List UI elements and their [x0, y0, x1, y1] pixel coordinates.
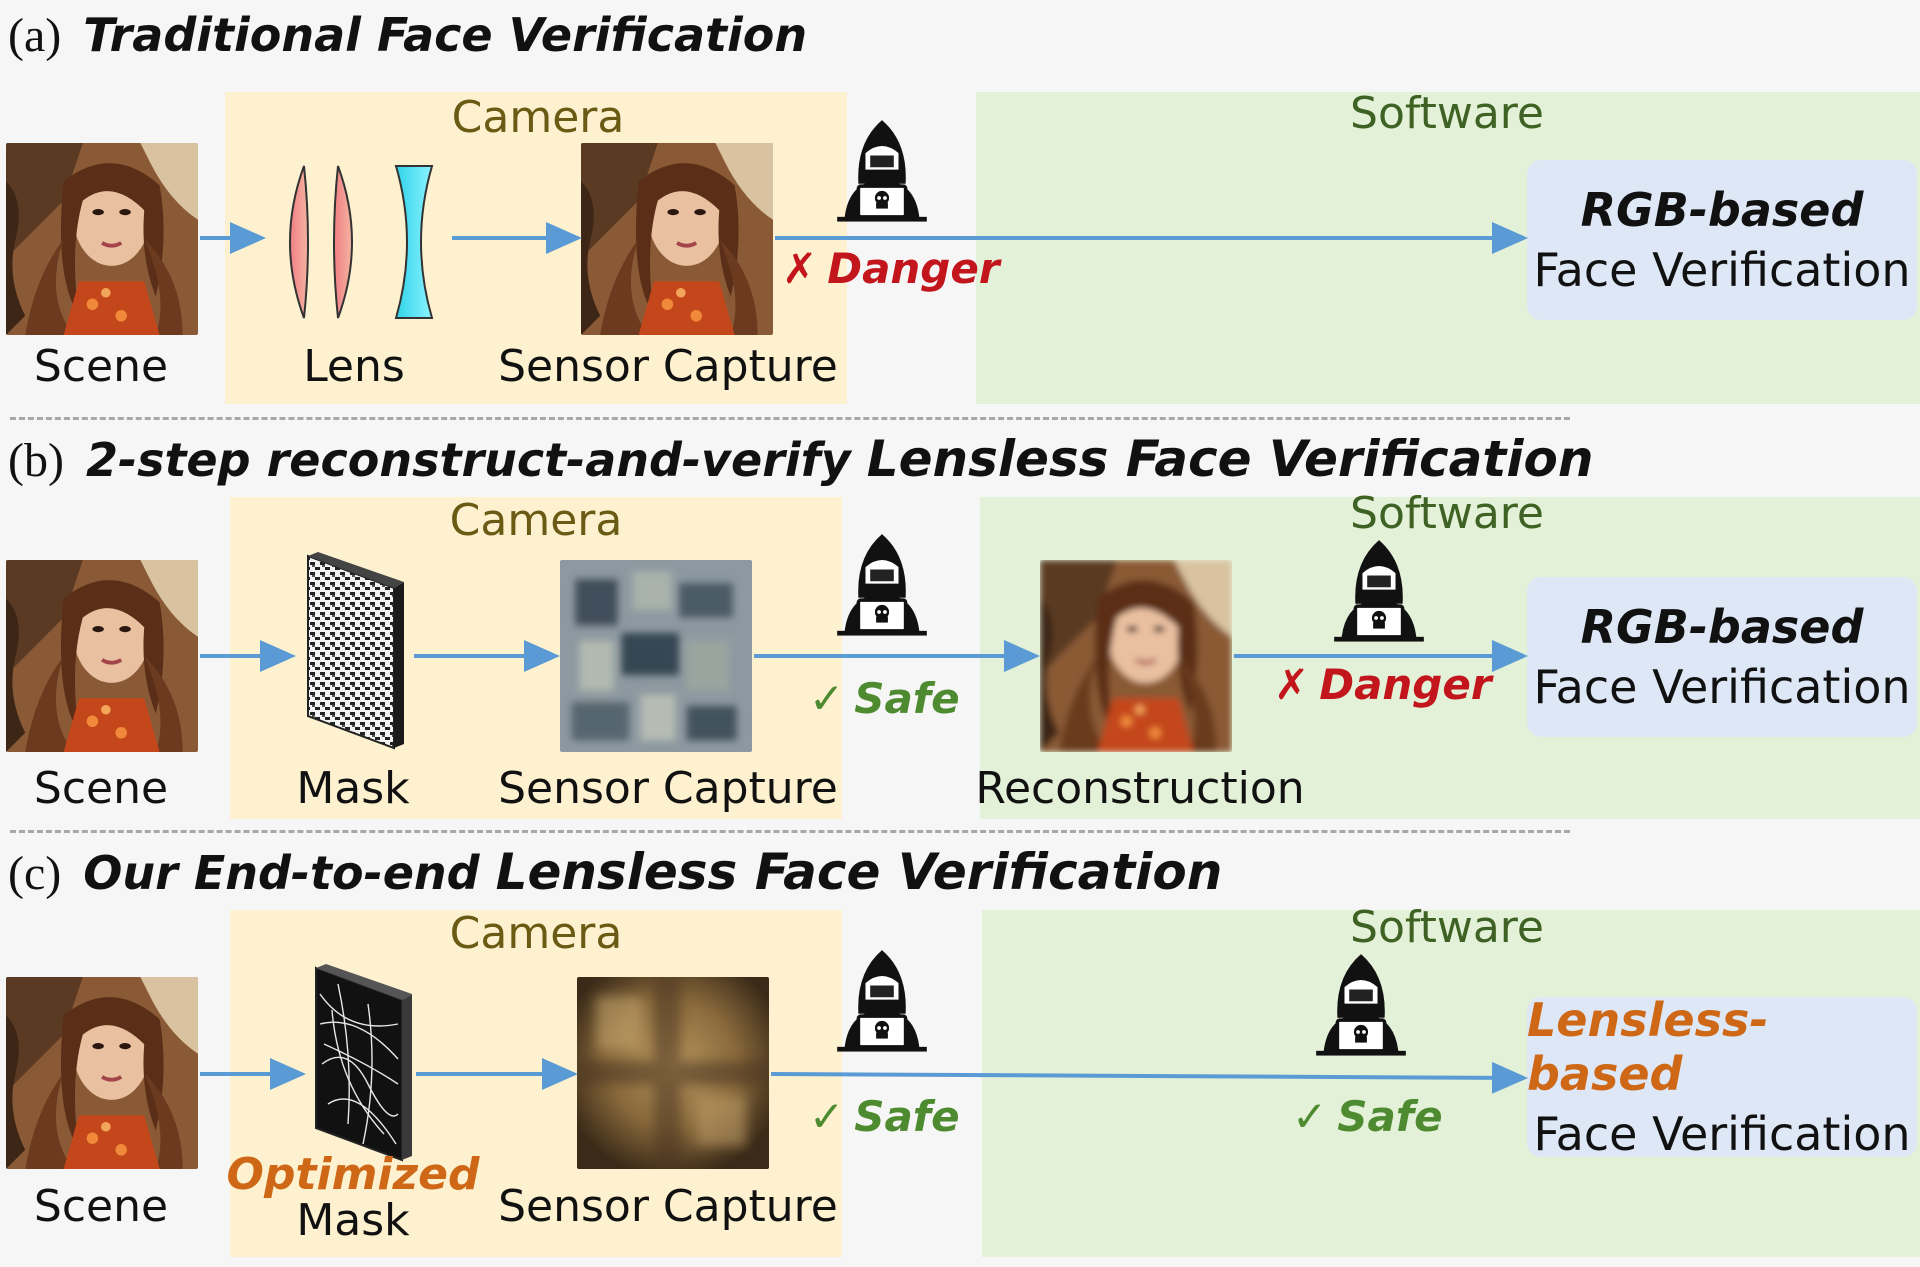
optimized-text: Optimized — [226, 1149, 480, 1200]
camera-label: Camera — [449, 495, 623, 546]
scene-label: Scene — [33, 341, 169, 392]
software-label: Software — [1350, 902, 1544, 953]
status-danger: ✗Danger — [1274, 660, 1492, 709]
panel-letter: (b) — [8, 434, 64, 487]
status-safe: ✓Safe — [809, 1092, 960, 1141]
verifier-label: Face Verification — [1533, 660, 1911, 714]
panel-title-text: Our End-to-end — [83, 846, 496, 900]
lens-assembly-icon — [289, 165, 434, 319]
verifier-type: RGB-based — [1580, 183, 1864, 237]
arrow — [770, 1061, 1528, 1094]
status-text: Safe — [854, 674, 960, 723]
verifier-label: Face Verification — [1533, 1107, 1911, 1161]
status-safe: ✓Safe — [809, 674, 960, 723]
camera-label: Camera — [449, 908, 623, 959]
optimized-mask-label: Optimized Mask — [226, 1149, 480, 1247]
software-label: Software — [1350, 88, 1544, 139]
sensor-capture-image — [577, 977, 769, 1169]
check-icon: ✓ — [1292, 1092, 1328, 1141]
verifier-type: Lensless-based — [1527, 993, 1769, 1101]
camera-label: Camera — [451, 92, 625, 143]
status-text: Danger — [1319, 660, 1492, 709]
reconstruction-label: Reconstruction — [975, 763, 1305, 814]
verifier-type: RGB-based — [1580, 600, 1864, 654]
scene-label: Scene — [33, 763, 169, 814]
software-label: Software — [1350, 488, 1544, 539]
sensor-capture-label: Sensor Capture — [498, 341, 838, 392]
status-text: Safe — [1337, 1092, 1443, 1141]
panel-b-title: (b) 2-step reconstruct-and-verify Lensles… — [8, 430, 1593, 488]
optimized-mask-icon — [315, 964, 412, 1162]
divider — [10, 830, 1570, 833]
mask-text: Mask — [296, 1195, 410, 1247]
panel-c-title: (c) Our End-to-end Lensless Face Verifica… — [8, 843, 1222, 901]
status-safe: ✓Safe — [1292, 1092, 1443, 1141]
panel-title-emphasis: Lensless Face Verification — [866, 430, 1594, 488]
status-text: Safe — [854, 1092, 960, 1141]
verifier-box: RGB-based Face Verification — [1527, 160, 1917, 320]
panel-title-text: Traditional Face Verification — [83, 8, 808, 62]
status-danger: ✗Danger — [782, 244, 1000, 293]
panel-a-title: (a) Traditional Face Verification — [8, 8, 807, 63]
coded-mask-icon — [307, 552, 404, 750]
check-icon: ✓ — [809, 1092, 845, 1141]
sensor-capture-label: Sensor Capture — [498, 763, 838, 814]
panel-letter: (a) — [8, 9, 62, 62]
sensor-capture-label: Sensor Capture — [498, 1181, 838, 1232]
divider — [10, 417, 1570, 420]
check-icon: ✓ — [809, 674, 845, 723]
panel-title-emphasis: Lensless Face Verification — [495, 843, 1223, 901]
cross-icon: ✗ — [1274, 660, 1310, 709]
mask-label: Mask — [296, 763, 410, 814]
verifier-box: Lensless-based Face Verification — [1527, 993, 1917, 1161]
panel-title-text: 2-step reconstruct-and-verify — [85, 433, 867, 487]
scene-label: Scene — [33, 1181, 169, 1232]
panel-letter: (c) — [8, 847, 62, 900]
status-text: Danger — [827, 244, 1000, 293]
sensor-capture-image — [560, 560, 752, 752]
verifier-label: Face Verification — [1533, 243, 1911, 297]
lens-label: Lens — [303, 341, 405, 392]
verifier-box: RGB-based Face Verification — [1527, 577, 1917, 737]
cross-icon: ✗ — [782, 244, 818, 293]
